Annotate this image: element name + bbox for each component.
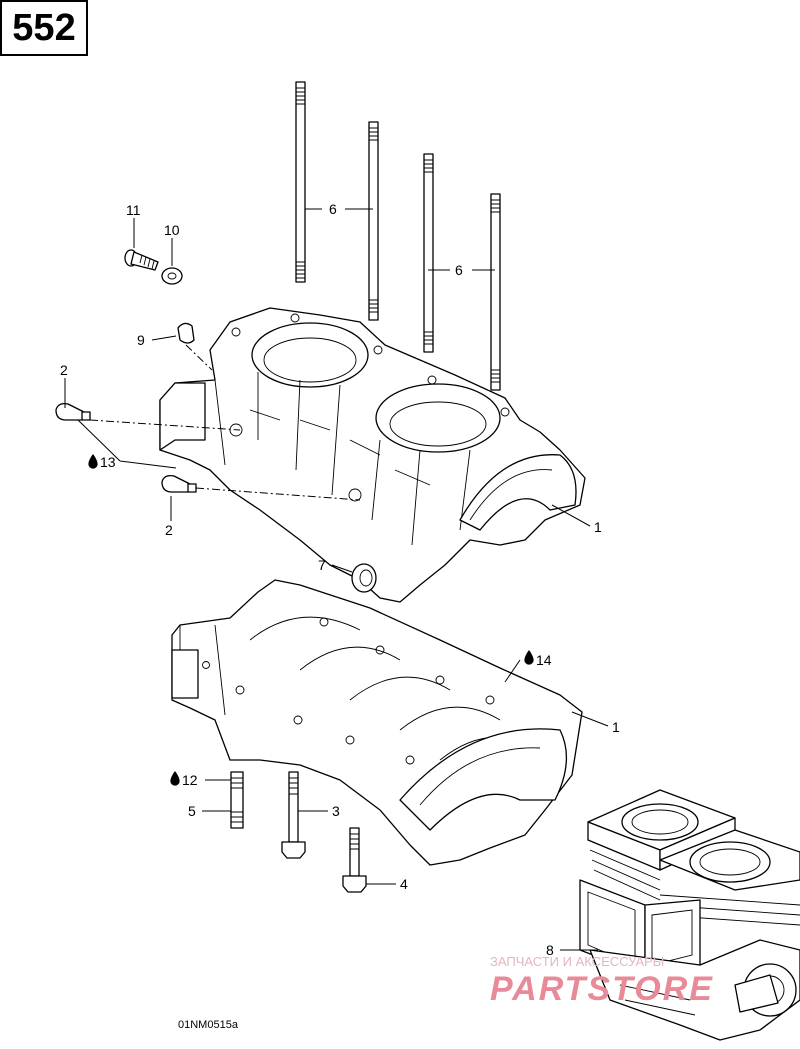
alignment-line <box>195 487 361 501</box>
callout-label: 1 <box>594 519 602 535</box>
engine-assembly-part-8 <box>579 789 800 1041</box>
stud-part-6 <box>368 121 379 321</box>
watermark-text: ЗАПЧАСТИ И АКСЕССУАРЫ <box>490 954 664 969</box>
oil-drop-icon <box>170 771 180 786</box>
callout-label: 5 <box>188 803 196 819</box>
plug-part-9 <box>177 322 195 344</box>
leader-line <box>151 335 177 341</box>
alignment-line <box>185 344 213 371</box>
callout-label: 6 <box>455 262 463 278</box>
watermark-logo: PARTSTORE <box>490 970 714 1008</box>
screw-part-3 <box>281 771 306 859</box>
screw-part-11 <box>124 249 159 271</box>
leader-line <box>331 564 353 573</box>
seal-part-7 <box>351 563 377 593</box>
leader-line <box>551 504 591 527</box>
oil-drop-icon <box>524 650 534 665</box>
stud-part-6 <box>295 81 306 283</box>
callout-label: 11 <box>126 202 141 218</box>
leader-line <box>77 419 177 469</box>
callout-label: 14 <box>536 652 552 668</box>
callout-label: 7 <box>318 557 326 573</box>
oil-drop-icon <box>88 454 98 469</box>
upper-crankcase-part-1 <box>159 307 586 603</box>
alignment-line <box>89 419 241 431</box>
callout-label: 8 <box>546 942 554 958</box>
lower-crankcase-part-1 <box>171 579 583 866</box>
callout-label: 10 <box>164 222 180 238</box>
callout-label: 1 <box>612 719 620 735</box>
leader-line <box>571 711 609 727</box>
callout-label: 13 <box>100 454 116 470</box>
callout-label: 2 <box>165 522 173 538</box>
callout-label: 9 <box>137 332 145 348</box>
stud-part-6 <box>423 153 434 353</box>
callout-label: 6 <box>329 201 337 217</box>
washer-part-10 <box>161 267 183 285</box>
fitting-part-2-upper <box>55 402 91 421</box>
reference-code: 01NM0515a <box>178 1019 239 1031</box>
stud-part-5 <box>230 771 244 829</box>
page-number: 552 <box>0 0 88 56</box>
callout-label: 4 <box>400 876 408 892</box>
callout-label: 12 <box>182 772 198 788</box>
fitting-part-2-lower <box>161 474 197 493</box>
callout-label: 3 <box>332 803 340 819</box>
screw-part-4 <box>342 827 367 893</box>
stud-part-6 <box>490 193 501 391</box>
leader-line <box>504 659 521 683</box>
callout-label: 2 <box>60 362 68 378</box>
